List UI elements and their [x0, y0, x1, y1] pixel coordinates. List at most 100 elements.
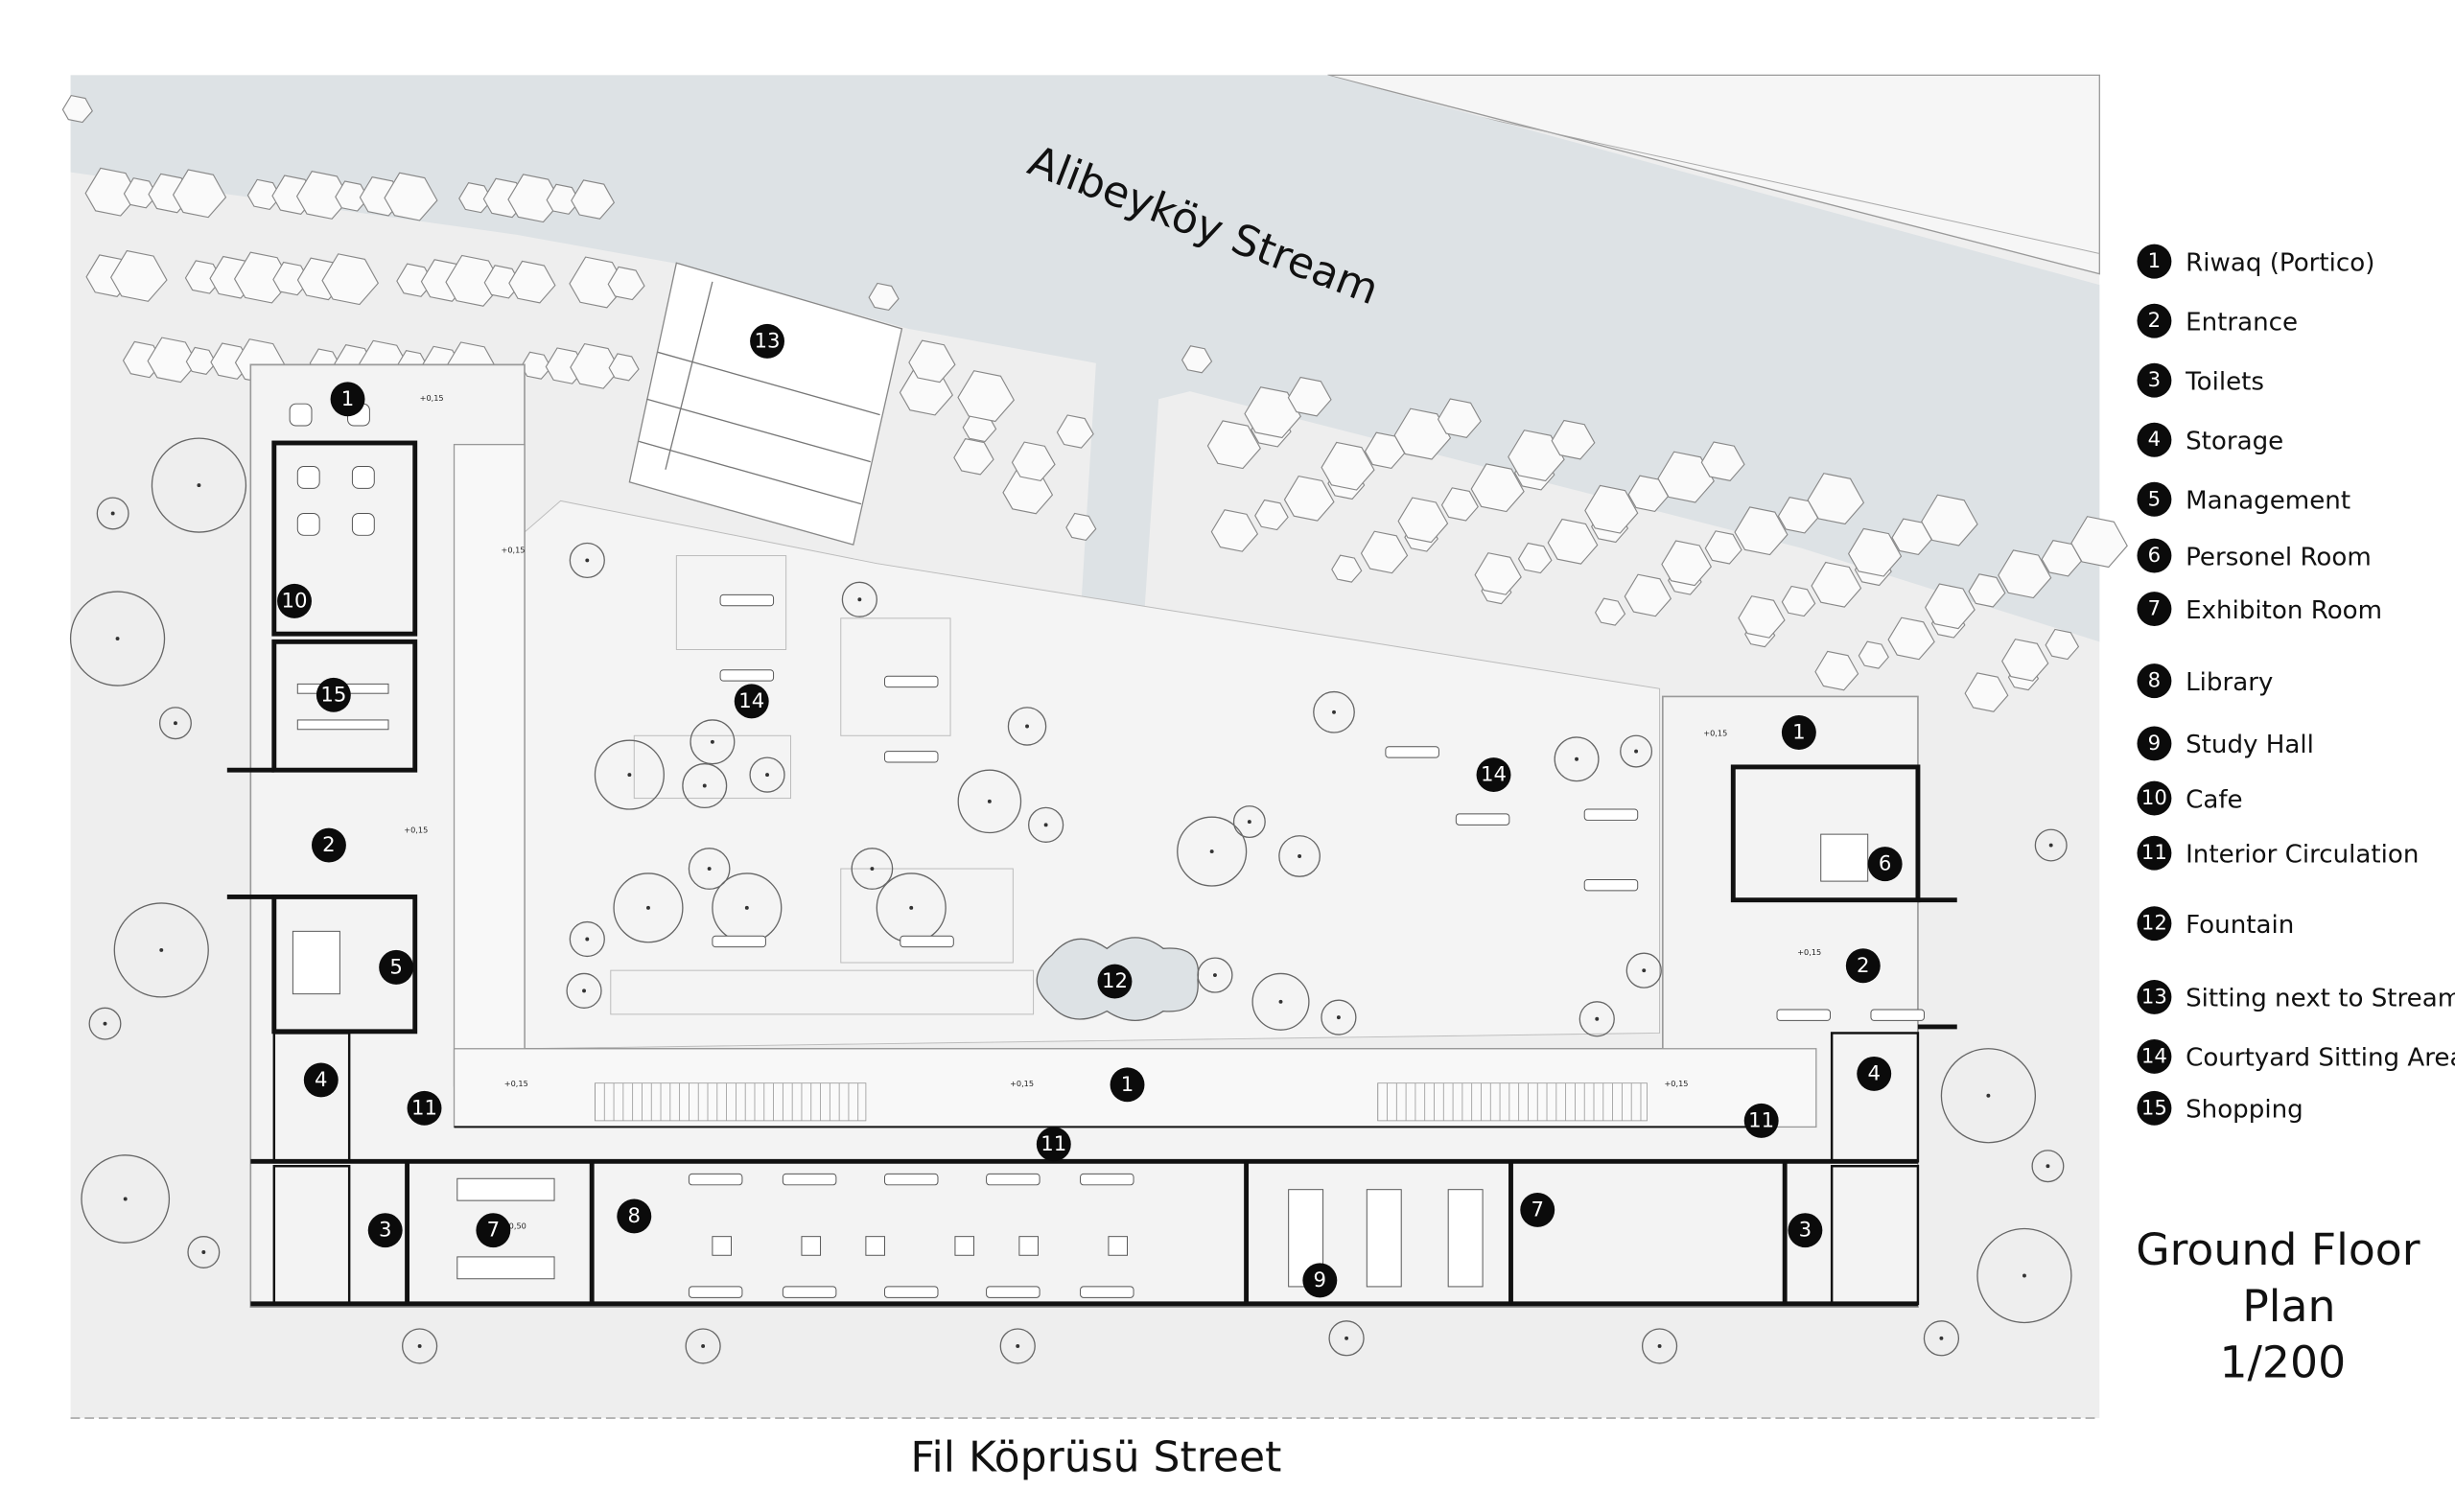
legend-badge — [2137, 979, 2172, 1014]
cafe-table — [351, 512, 375, 536]
legend-label: Courtyard Sitting Area — [2186, 1044, 2455, 1073]
legend-number: 14 — [2141, 1044, 2167, 1068]
bench — [1583, 808, 1639, 821]
rock — [508, 260, 556, 304]
badge-number: 1 — [341, 387, 355, 411]
tree-trunk — [1332, 709, 1336, 714]
rock — [1847, 527, 1903, 577]
tree-trunk — [585, 937, 590, 942]
rock — [1397, 497, 1449, 544]
display-table — [456, 1256, 555, 1280]
rock — [1474, 552, 1522, 595]
tree-trunk — [585, 558, 590, 563]
tree-trunk — [1043, 823, 1048, 827]
furniture — [289, 403, 1925, 1298]
legend-number: 5 — [2148, 487, 2162, 511]
rock — [957, 370, 1016, 423]
plan-title: Ground Floor Plan 1/200 — [2136, 1224, 2420, 1388]
tree — [88, 1007, 122, 1040]
tree — [1278, 835, 1321, 877]
level-label: +0,15 — [1703, 728, 1727, 737]
room-badge-1: 1 — [1110, 1067, 1145, 1103]
rock — [1508, 430, 1565, 482]
room-badge-11: 11 — [1743, 1103, 1779, 1138]
rock — [2070, 516, 2128, 569]
level-label: +0,15 — [502, 545, 526, 554]
tree — [1641, 1328, 1678, 1364]
tree — [999, 1328, 1036, 1364]
room-badge-7: 7 — [476, 1213, 511, 1248]
rock — [1283, 475, 1335, 522]
tree — [81, 1154, 171, 1244]
tree — [688, 848, 731, 890]
title-line1: Ground Floor — [2136, 1224, 2420, 1275]
library-table — [712, 1236, 732, 1256]
tree-trunk — [1247, 820, 1251, 825]
rock — [1781, 585, 1816, 617]
rock — [1858, 640, 1889, 669]
legend-number: 4 — [2148, 428, 2162, 452]
bench — [1583, 878, 1639, 892]
room-badge-3: 3 — [367, 1213, 403, 1248]
badge-number: 11 — [1748, 1108, 1774, 1132]
bench — [1080, 1173, 1134, 1186]
rock — [172, 169, 227, 219]
library-table — [801, 1236, 822, 1256]
tree — [1328, 1320, 1365, 1357]
badge-number: 2 — [322, 833, 336, 857]
step-lines — [639, 281, 880, 505]
rock — [1657, 451, 1715, 503]
tree-trunk — [1344, 1336, 1349, 1340]
rock — [1661, 540, 1713, 587]
tree-trunk — [765, 773, 770, 778]
legend-label: Library — [2186, 668, 2273, 697]
title-line2: Plan — [2242, 1281, 2335, 1332]
rock — [953, 438, 994, 476]
legend-label: Management — [2186, 487, 2350, 516]
legend-label: Study Hall — [2186, 731, 2314, 759]
level-label: +0,15 — [1010, 1079, 1034, 1088]
legend-label: Entrance — [2186, 308, 2298, 337]
rock — [384, 172, 438, 221]
study-table — [1447, 1189, 1484, 1288]
rock — [1360, 530, 1409, 574]
badge-number: 7 — [487, 1219, 501, 1243]
rock — [1964, 672, 2009, 712]
legend-label: Personel Room — [2186, 543, 2372, 571]
tree-trunk — [115, 637, 120, 641]
badge-number: 10 — [282, 589, 308, 613]
legend-number: 2 — [2148, 309, 2162, 333]
badge-number: 15 — [320, 683, 346, 707]
tree — [1232, 805, 1266, 839]
tree-trunk — [1986, 1093, 1991, 1098]
tree — [851, 848, 894, 890]
library-table — [954, 1236, 975, 1256]
bench — [883, 1286, 939, 1298]
legend-badge — [2137, 1090, 2172, 1126]
tree — [158, 707, 192, 740]
cafe-table — [351, 465, 375, 489]
rock — [1998, 549, 2052, 599]
rock — [321, 253, 380, 306]
tree-trunk — [1212, 973, 1217, 978]
room-badge-10: 10 — [277, 583, 312, 618]
tree — [569, 542, 605, 579]
rock — [1584, 484, 1639, 534]
legend-number: 12 — [2141, 912, 2167, 936]
room-badge-3: 3 — [1788, 1213, 1823, 1248]
bench — [986, 1286, 1040, 1298]
tree — [957, 769, 1022, 834]
room-badge-7: 7 — [1520, 1192, 1555, 1227]
desk — [1820, 833, 1869, 882]
legend-badge — [2137, 726, 2172, 761]
legend-badge — [2137, 244, 2172, 279]
rock — [1011, 441, 1056, 482]
tree-trunk — [987, 799, 992, 803]
tree-trunk — [909, 905, 914, 910]
rock — [61, 94, 93, 124]
